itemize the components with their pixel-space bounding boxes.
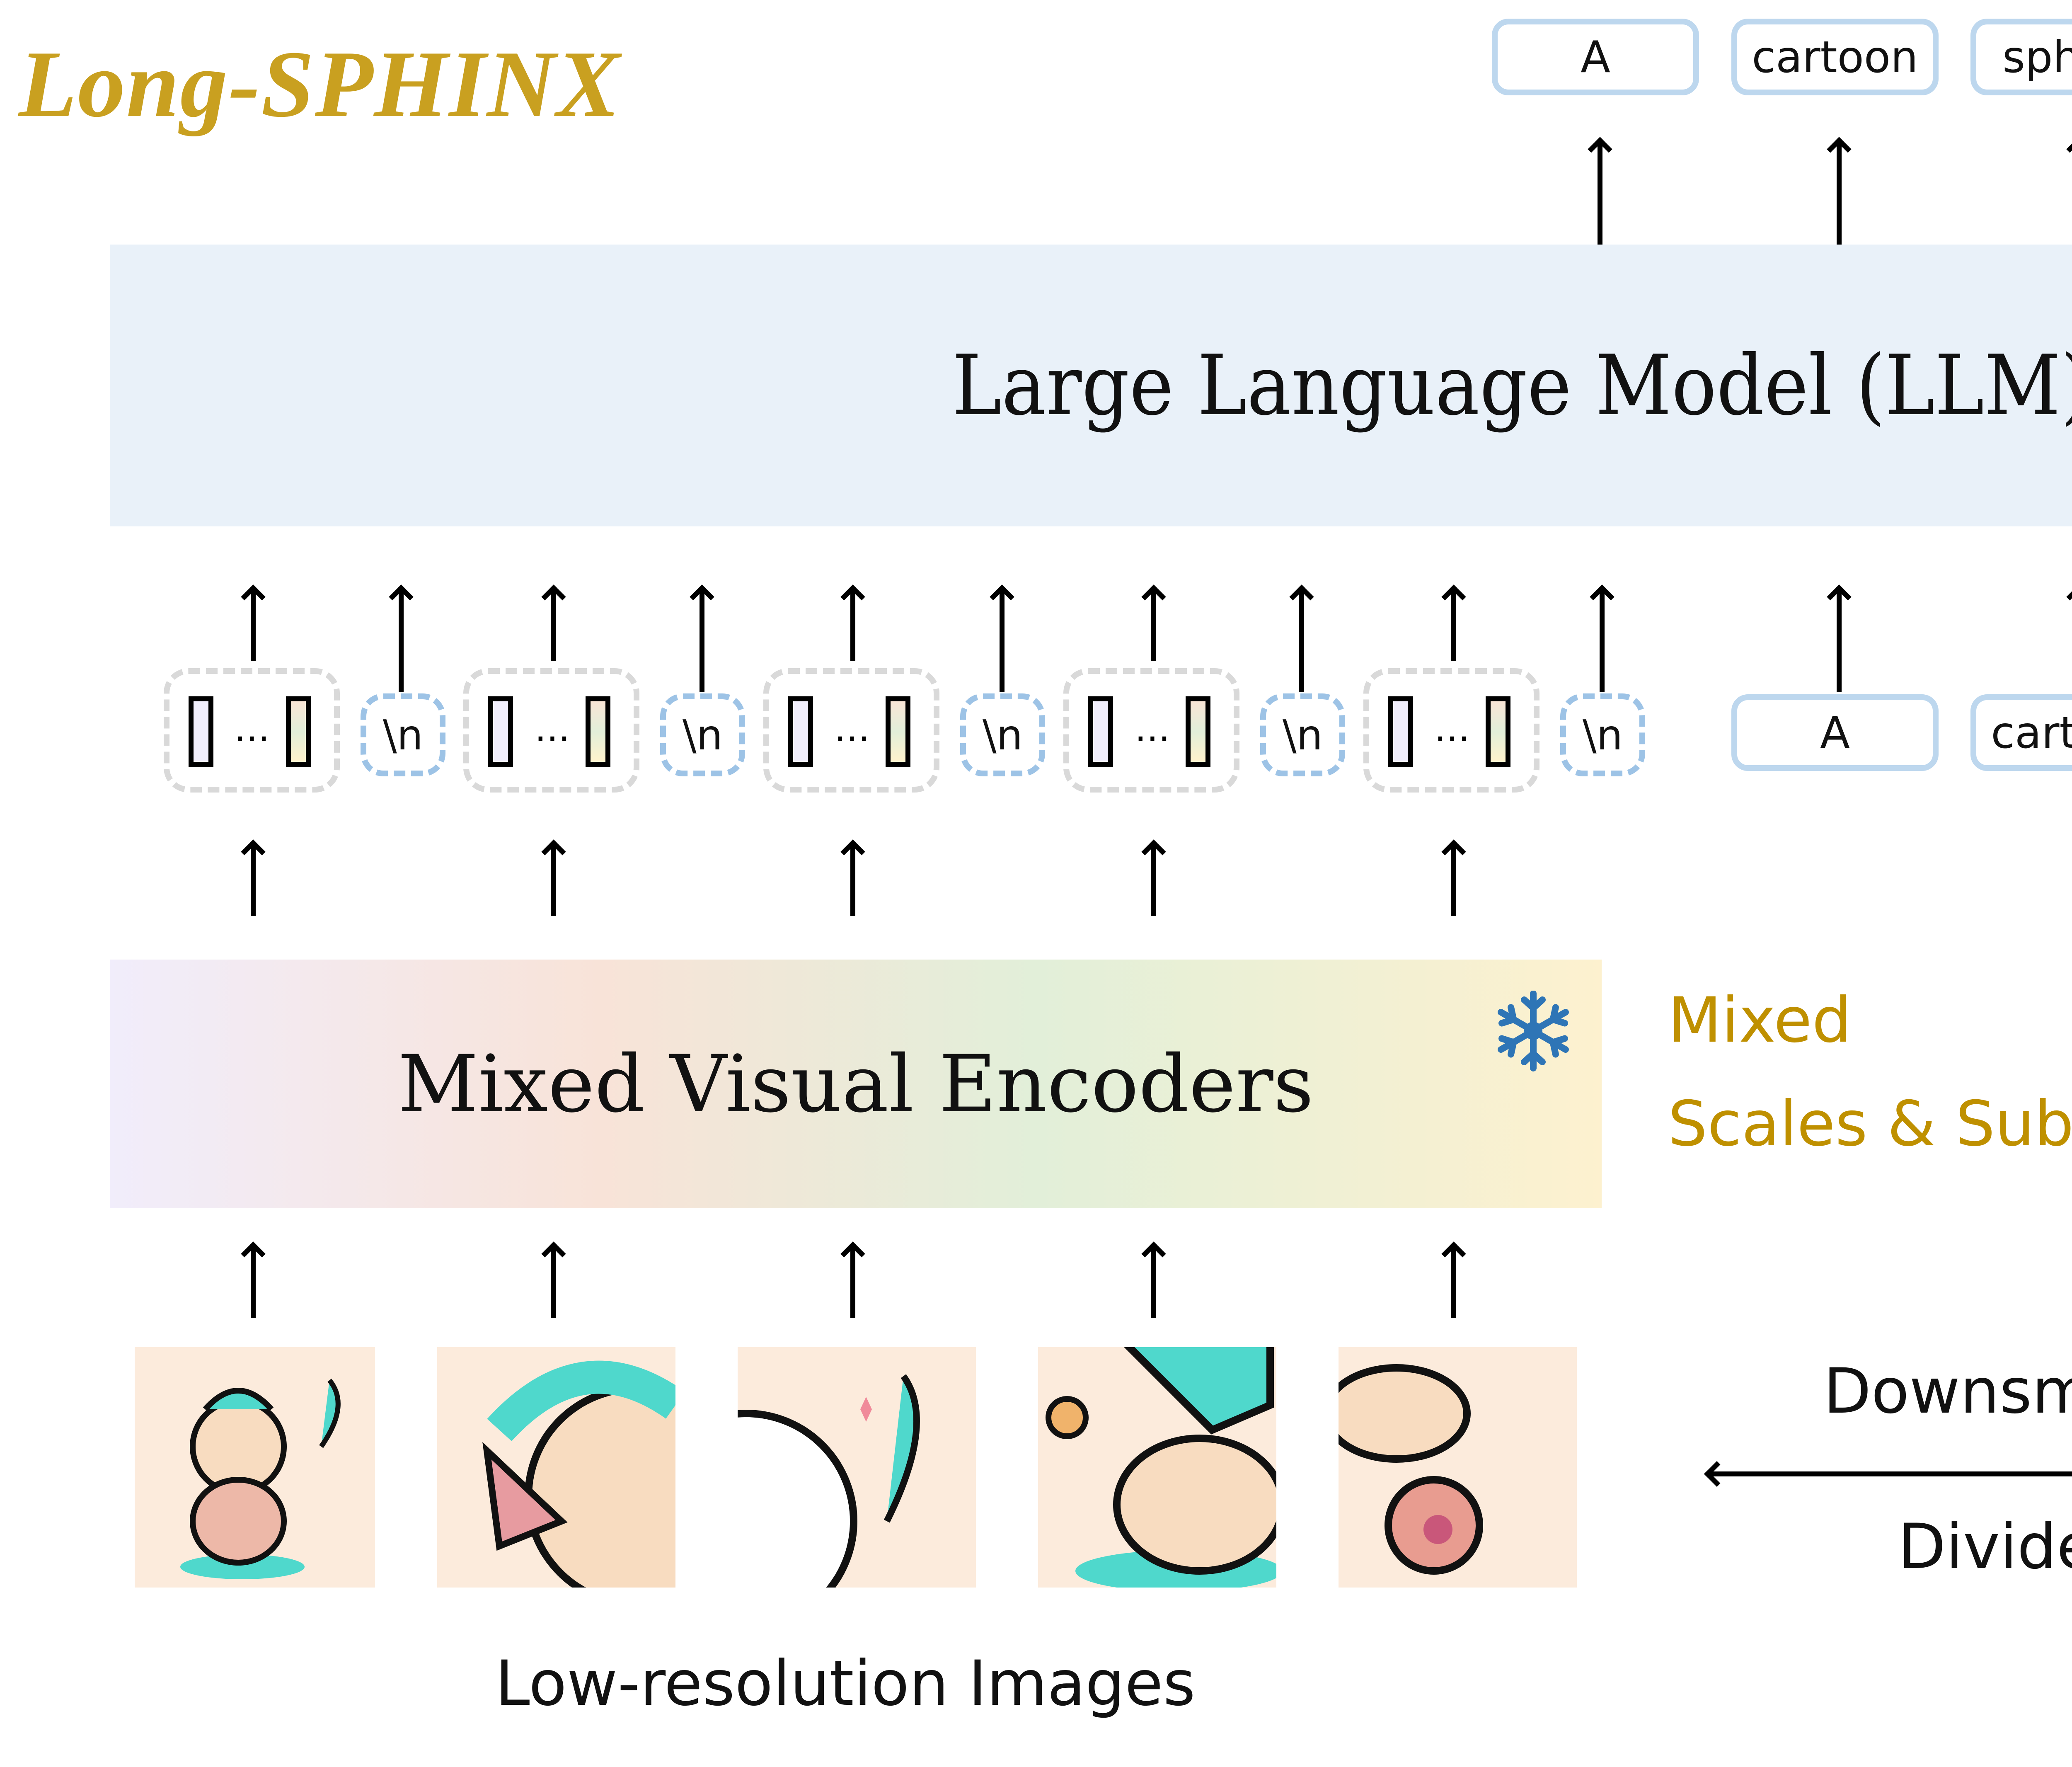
- divide-label: Divide: [1898, 1511, 2072, 1583]
- low-res-image-global: [135, 1347, 375, 1588]
- newline-token: \n: [660, 693, 745, 776]
- low-res-caption: Low-resolution Images: [495, 1648, 1196, 1720]
- llm-label: Large Language Model (LLM): [952, 337, 2072, 434]
- diagram-title: Long-SPHINX: [19, 31, 621, 137]
- arrow-up-icon: [1837, 591, 1842, 692]
- low-res-sub-image-bottom-left: [1038, 1347, 1276, 1588]
- snowflake-icon: [1496, 991, 1571, 1071]
- output-token: A: [1492, 19, 1699, 95]
- visual-token-last: [1186, 696, 1210, 767]
- arrow-up-icon: [251, 1248, 256, 1318]
- arrow-up-icon: [1000, 591, 1005, 692]
- arrow-up-icon: [551, 1248, 556, 1318]
- arrow-up-icon: [551, 591, 556, 661]
- visual-token-first: [189, 696, 213, 767]
- visual-encoder-block: Mixed Visual Encoders: [110, 960, 1602, 1208]
- newline-token: \n: [960, 693, 1045, 776]
- arrow-up-icon: [1451, 1248, 1456, 1318]
- arrow-up-icon: [1451, 591, 1456, 661]
- visual-token-first: [788, 696, 813, 767]
- arrow-up-icon: [1837, 143, 1842, 245]
- visual-token-first: [488, 696, 513, 767]
- arrow-up-icon: [850, 1248, 855, 1318]
- llm-block: Large Language Model (LLM): [110, 245, 2072, 526]
- low-res-sub-image-bottom-right: [1339, 1347, 1577, 1588]
- arrow-up-icon: [1151, 591, 1156, 661]
- arrow-up-icon: [1151, 846, 1156, 916]
- visual-token-last: [586, 696, 610, 767]
- arrow-up-icon: [1598, 143, 1602, 245]
- visual-token-last: [1486, 696, 1510, 767]
- arrow-up-icon: [1299, 591, 1304, 692]
- encoder-label: Mixed Visual Encoders: [397, 1038, 1314, 1130]
- ellipsis: ...: [234, 707, 270, 750]
- visual-token-last: [286, 696, 311, 767]
- arrow-up-icon: [251, 846, 256, 916]
- arrow-up-icon: [399, 591, 404, 692]
- downsample-label: Downsmple: [1823, 1355, 2072, 1428]
- visual-token-first: [1088, 696, 1113, 767]
- arrow-up-icon: [1151, 1248, 1156, 1318]
- visual-token-last: [886, 696, 910, 767]
- newline-token: \n: [361, 693, 445, 776]
- low-res-sub-image-top-right: [738, 1347, 976, 1588]
- low-res-sub-image-top-left: [437, 1347, 675, 1588]
- input-token: cartoon: [1970, 694, 2072, 771]
- ellipsis: ...: [535, 707, 570, 750]
- arrow-up-icon: [850, 846, 855, 916]
- ellipsis: ...: [1135, 707, 1170, 750]
- arrow-up-icon: [1600, 591, 1605, 692]
- arrow-up-icon: [700, 591, 704, 692]
- arrow-up-icon: [850, 591, 855, 661]
- ellipsis: ...: [834, 707, 870, 750]
- visual-token-first: [1388, 696, 1413, 767]
- newline-token: \n: [1260, 693, 1345, 776]
- arrow-left-icon: [1709, 1471, 2072, 1476]
- annotation-mixed: Mixed: [1668, 984, 1852, 1057]
- output-token: sphinx: [1970, 19, 2072, 95]
- output-token: cartoon: [1731, 19, 1939, 95]
- ellipsis: ...: [1434, 707, 1470, 750]
- annotation-scales: Scales & Sub-images: [1668, 1088, 2072, 1160]
- newline-token: \n: [1560, 693, 1645, 776]
- arrow-up-icon: [251, 591, 256, 661]
- arrow-up-icon: [551, 846, 556, 916]
- input-token: A: [1731, 694, 1939, 771]
- arrow-up-icon: [1451, 846, 1456, 916]
